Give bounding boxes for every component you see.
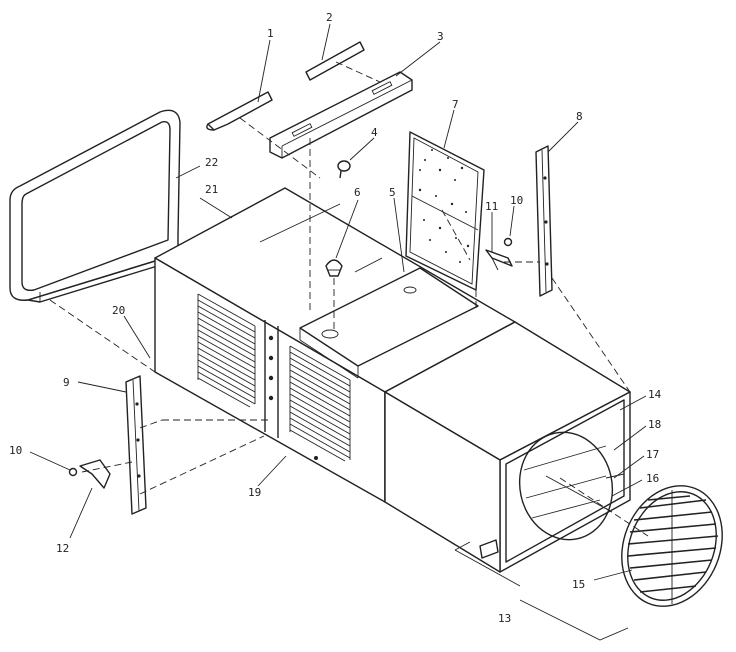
- part-front-frame: [9, 109, 191, 303]
- callout-16: 16: [646, 472, 659, 485]
- callout-10-left: 10: [9, 444, 22, 457]
- callout-7: 7: [452, 98, 459, 111]
- part-side-bracket-8: [535, 145, 553, 297]
- callout-4: 4: [371, 126, 378, 139]
- part-rear-housing: [384, 321, 631, 587]
- callout-3: 3: [437, 30, 444, 43]
- part-fastener-6: [325, 259, 343, 277]
- part-bracket-1: [206, 91, 273, 131]
- callout-10-right: 10: [510, 194, 523, 207]
- callouts: 1 2 3 4 5 6 7 8 9 10 10 11 12 13 14 15 1…: [9, 11, 662, 625]
- part-rail-3: [269, 71, 413, 159]
- callout-17: 17: [646, 448, 659, 461]
- callout-21: 21: [205, 183, 218, 196]
- part-clip-11: [485, 249, 513, 271]
- part-round-grille: [621, 485, 723, 607]
- callout-13: 13: [498, 612, 511, 625]
- alignment-lines: [49, 61, 649, 573]
- callout-18: 18: [648, 418, 661, 431]
- callout-5: 5: [389, 186, 396, 199]
- callout-6: 6: [354, 186, 361, 199]
- callout-14: 14: [648, 388, 662, 401]
- part-bracket-2: [305, 41, 365, 81]
- part-side-bracket-9: [125, 375, 147, 515]
- callout-22: 22: [205, 156, 218, 169]
- part-nut-10-left: [68, 467, 78, 477]
- callout-20: 20: [112, 304, 125, 317]
- part-nut-10-right: [503, 237, 513, 247]
- part-screw-4: [337, 160, 351, 179]
- callout-15: 15: [572, 578, 585, 591]
- callout-2: 2: [326, 11, 333, 24]
- part-clip-12: [79, 459, 111, 489]
- callout-12: 12: [56, 542, 69, 555]
- leader-lines: [29, 23, 647, 641]
- callout-19: 19: [248, 486, 261, 499]
- callout-11: 11: [485, 200, 498, 213]
- callout-9: 9: [63, 376, 70, 389]
- callout-1: 1: [267, 27, 274, 40]
- callout-8: 8: [576, 110, 583, 123]
